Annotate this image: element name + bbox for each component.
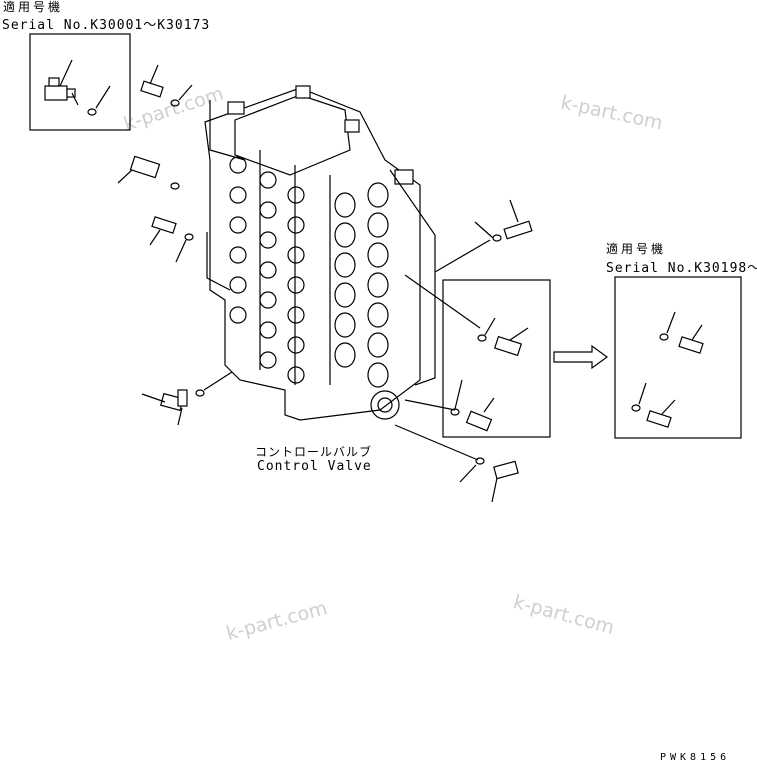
- serial-box-middle: [442, 279, 551, 438]
- applicable-model-label-right: 適用号機: [606, 242, 667, 256]
- straight-connector-icon: [678, 324, 704, 354]
- component-label-jp: コントロールバルブ: [255, 445, 373, 459]
- o-ring-icon: [659, 311, 676, 341]
- o-ring-icon: [459, 457, 485, 483]
- elbow-connector-icon: [465, 397, 495, 432]
- o-ring-icon: [474, 221, 502, 242]
- serial-range-label-left: Serial No.K30001～K30173: [2, 18, 211, 33]
- o-ring-icon: [195, 371, 233, 397]
- o-ring-icon: [175, 233, 194, 263]
- elbow-connector-icon: [117, 155, 161, 184]
- applicable-model-label-left: 適用号機: [3, 0, 64, 14]
- drawing-code: PWK8156: [660, 752, 731, 763]
- control-valve-icon: [204, 85, 421, 421]
- elbow-connector-icon: [491, 460, 519, 503]
- straight-connector-icon: [646, 399, 676, 428]
- o-ring-icon: [170, 182, 180, 190]
- elbow-connector-icon: [141, 389, 188, 426]
- o-ring-icon: [631, 382, 647, 412]
- tee-fitting-icon: [44, 59, 79, 106]
- o-ring-icon: [170, 84, 193, 107]
- straight-connector-icon: [140, 64, 164, 98]
- serial-range-label-right: Serial No.K30198～: [606, 261, 757, 276]
- elbow-connector-icon: [493, 327, 529, 357]
- straight-connector-icon: [149, 216, 177, 246]
- o-ring-icon: [87, 85, 111, 116]
- arrow-right-icon: [553, 344, 609, 370]
- component-label-en: Control Valve: [257, 459, 372, 474]
- o-ring-icon: [450, 379, 463, 416]
- o-ring-icon: [477, 317, 496, 342]
- serial-box-left: [29, 33, 131, 131]
- elbow-connector-icon: [503, 199, 533, 240]
- serial-box-right: [614, 276, 742, 439]
